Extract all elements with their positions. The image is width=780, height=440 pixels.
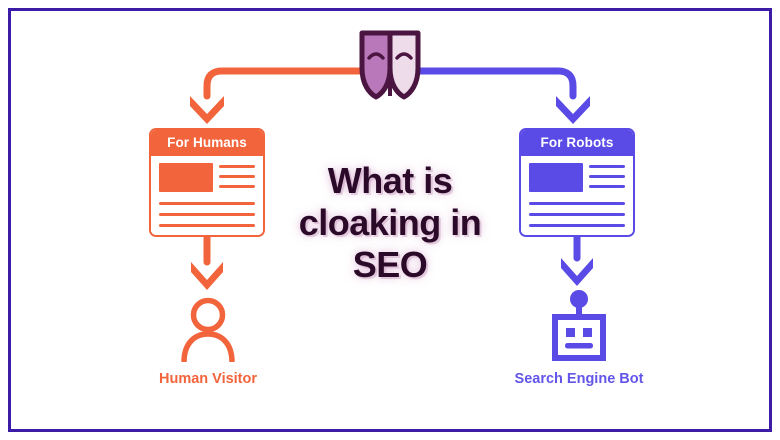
label-human-visitor: Human Visitor [158, 371, 258, 387]
card-header-for-humans: For Humans [151, 130, 263, 156]
text-line [589, 175, 625, 178]
title-line-2: cloaking in [298, 202, 482, 243]
card-thumbnail-block [529, 163, 583, 192]
card-top-row [529, 163, 625, 192]
text-line [529, 224, 625, 227]
card-body-for-humans [151, 156, 263, 235]
robot-icon [552, 290, 606, 361]
person-icon [181, 297, 235, 362]
card-side-text-lines [219, 163, 255, 188]
text-line [529, 202, 625, 205]
text-line [219, 165, 255, 168]
card-for-robots[interactable]: For Robots [519, 128, 635, 237]
theater-mask-icon [359, 30, 421, 100]
text-line [219, 185, 255, 188]
card-for-humans[interactable]: For Humans [149, 128, 265, 237]
card-side-text-lines [589, 163, 625, 188]
text-line [589, 185, 625, 188]
text-line [219, 175, 255, 178]
card-top-row [159, 163, 255, 192]
card-header-for-robots: For Robots [521, 130, 633, 156]
card-bottom-text-lines [159, 202, 255, 227]
page-title: What is cloaking in SEO [255, 160, 525, 286]
card-thumbnail-block [159, 163, 213, 192]
text-line [589, 165, 625, 168]
label-search-engine-bot: Search Engine Bot [514, 371, 644, 387]
text-line [159, 202, 255, 205]
card-body-for-robots [521, 156, 633, 235]
text-line [159, 224, 255, 227]
text-line [529, 213, 625, 216]
title-line-1: What is [327, 160, 453, 201]
text-line [159, 213, 255, 216]
card-bottom-text-lines [529, 202, 625, 227]
title-line-3: SEO [352, 244, 428, 285]
